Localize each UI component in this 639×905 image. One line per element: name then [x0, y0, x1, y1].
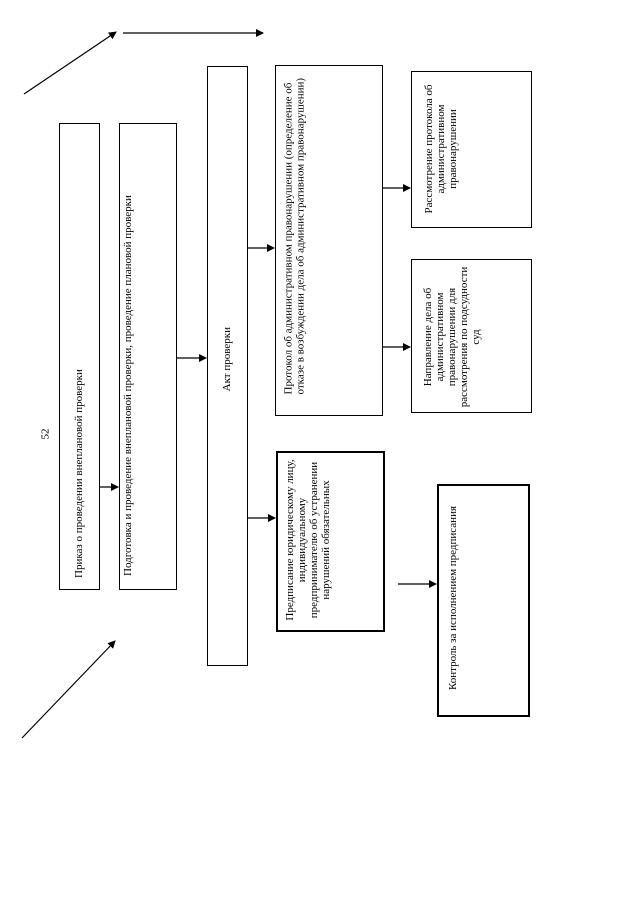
prescription-box: [276, 451, 385, 632]
arrow-bottom-diagonal: [21, 640, 116, 739]
act-box: [207, 66, 248, 666]
control-box: [437, 484, 530, 717]
preparation-box: [119, 123, 177, 590]
order-box: [59, 123, 100, 590]
review-box: [411, 71, 532, 228]
protocol-box: [275, 65, 383, 416]
referral-box: [411, 259, 532, 413]
arrow-top-diagonal: [23, 31, 117, 95]
